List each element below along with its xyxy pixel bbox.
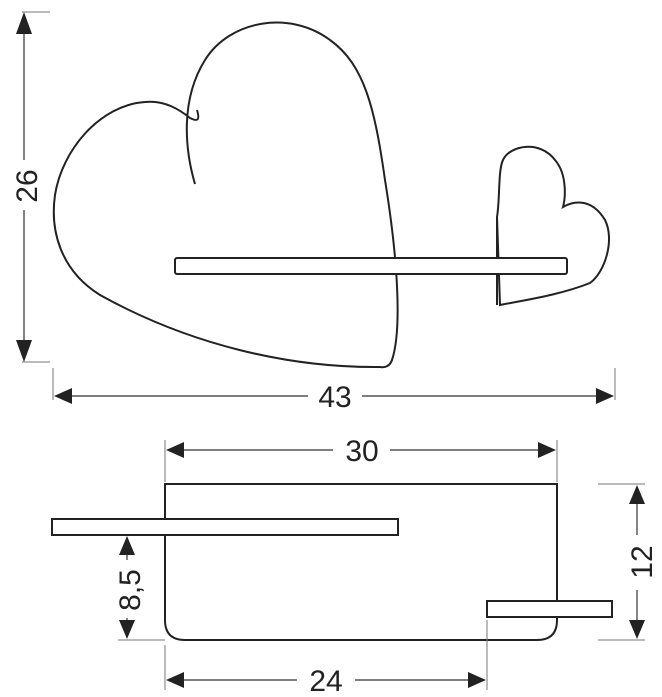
dim-width-43: 43 [318, 381, 351, 414]
right-shelf [486, 600, 613, 618]
dim-width-24: 24 [309, 665, 342, 697]
left-shelf [51, 518, 399, 536]
dim-height-26: 26 [11, 169, 44, 202]
front-shelf [174, 257, 568, 275]
small-heart [495, 145, 610, 307]
dim-shelf-height-8-5: 8,5 [114, 569, 147, 611]
large-heart [52, 21, 399, 369]
dim-width-30: 30 [345, 435, 378, 468]
dim-depth-12: 12 [626, 545, 659, 578]
